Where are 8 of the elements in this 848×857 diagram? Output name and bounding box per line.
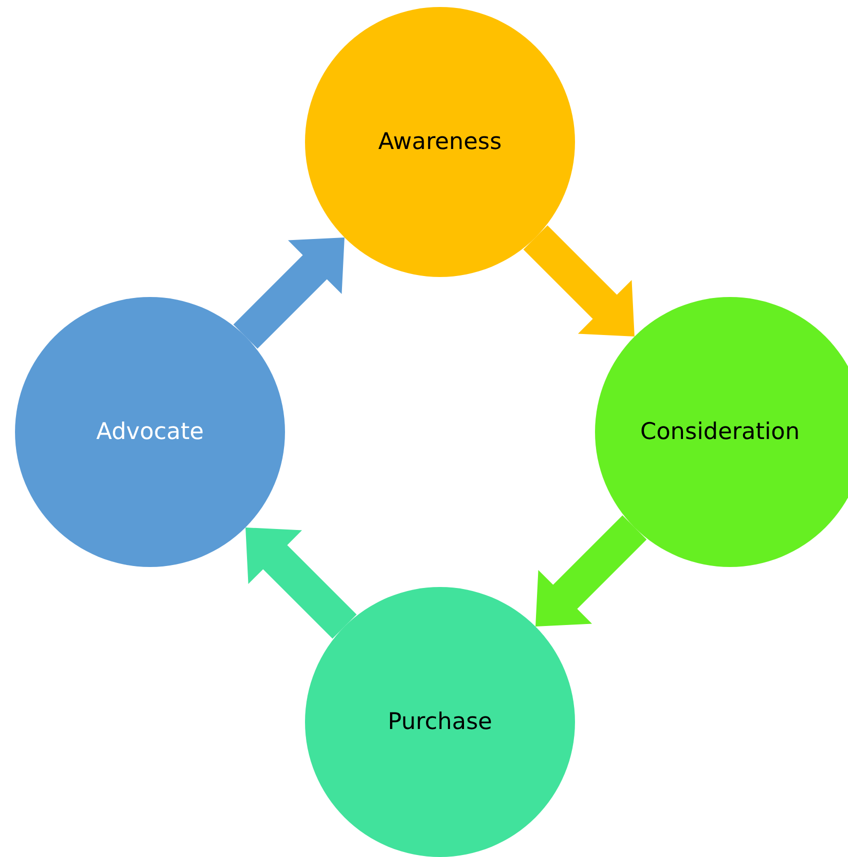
stage-label: Awareness bbox=[378, 129, 502, 155]
block-arrow bbox=[246, 528, 357, 639]
block-arrow bbox=[523, 225, 634, 336]
stage-label: Advocate bbox=[96, 419, 204, 445]
block-arrow bbox=[536, 515, 647, 626]
block-arrow bbox=[233, 238, 344, 349]
stage-label: Purchase bbox=[388, 709, 492, 735]
stage-label: Consideration bbox=[640, 419, 800, 445]
